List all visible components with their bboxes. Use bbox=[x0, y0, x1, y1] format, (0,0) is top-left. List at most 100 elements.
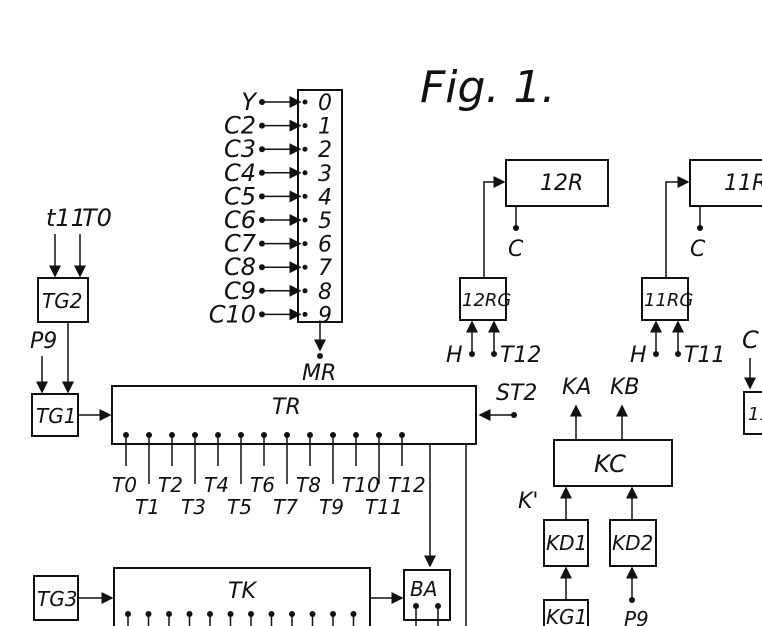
signal-t11: t11 bbox=[46, 204, 86, 232]
tk-output-pins bbox=[125, 611, 357, 626]
h-12-dot bbox=[469, 351, 475, 357]
kd2-block bbox=[609, 519, 657, 567]
matrix-output-label: 2 bbox=[318, 138, 332, 163]
signal-h-11: H bbox=[630, 343, 647, 368]
matrix-pin bbox=[302, 241, 308, 247]
matrix-input-label: C4 bbox=[224, 159, 256, 187]
matrix-pin bbox=[302, 217, 308, 223]
matrix-input-dot bbox=[259, 122, 265, 129]
signal-h-12: H bbox=[446, 343, 463, 368]
kd2-label: KD2 bbox=[612, 531, 653, 555]
matrix-output-label: 8 bbox=[318, 280, 332, 305]
matrix-pin bbox=[302, 288, 308, 294]
partial-11-block bbox=[743, 391, 762, 435]
t12-in-dot bbox=[491, 351, 497, 357]
wire-12rg-12r bbox=[483, 176, 506, 288]
rg12-block bbox=[459, 277, 507, 321]
tr-output-label-top: T2 bbox=[158, 473, 183, 497]
matrix-output-label: 9 bbox=[318, 303, 332, 328]
tg1-block bbox=[31, 393, 79, 437]
signal-c-11r: C bbox=[690, 237, 706, 262]
matrix-input-label: C6 bbox=[224, 206, 256, 234]
matrix-pin bbox=[302, 264, 308, 270]
t11-in-dot bbox=[675, 351, 681, 357]
matrix-input-dot bbox=[259, 169, 265, 176]
rg11-block bbox=[641, 277, 689, 321]
kg1-label: KG1 bbox=[546, 605, 587, 626]
tg3-label: TG3 bbox=[37, 587, 77, 611]
tr-output-label-top: T0 bbox=[112, 473, 137, 497]
signal-t11-in: T11 bbox=[684, 343, 725, 368]
matrix-output-label: 6 bbox=[318, 233, 332, 258]
kg1-block bbox=[543, 599, 589, 626]
st2-dot bbox=[511, 412, 517, 418]
matrix-output-label: 1 bbox=[318, 115, 332, 140]
kd1-label: KD1 bbox=[546, 531, 587, 555]
matrix-input-label: C9 bbox=[224, 277, 256, 305]
tg2-block bbox=[37, 277, 89, 323]
matrix-output-label: 4 bbox=[318, 185, 332, 210]
matrix-output-label: 7 bbox=[318, 256, 332, 281]
ba-label: BA bbox=[410, 577, 437, 601]
matrix-input-label: C2 bbox=[224, 112, 256, 140]
matrix-output-label: 0 bbox=[318, 91, 332, 116]
matrix-output-label: 3 bbox=[318, 162, 332, 187]
tr-output-label-bottom: T9 bbox=[319, 495, 344, 519]
tg2-label: TG2 bbox=[42, 289, 82, 313]
r11-block bbox=[689, 159, 762, 207]
tr-output-label-bottom: T11 bbox=[365, 495, 403, 519]
matrix-pin bbox=[302, 146, 308, 152]
ba-block bbox=[403, 569, 451, 621]
matrix-input-dot bbox=[259, 217, 265, 223]
signal-p9-left: P9 bbox=[30, 329, 57, 354]
matrix-input-label: C8 bbox=[224, 253, 256, 281]
rg11-label: 11RG bbox=[644, 290, 693, 311]
matrix-pin bbox=[302, 99, 308, 105]
matrix-box bbox=[297, 89, 343, 323]
kd1-block bbox=[543, 519, 589, 567]
tr-output-label-bottom: T1 bbox=[135, 495, 160, 519]
matrix-input-dot bbox=[259, 99, 265, 105]
rg12-label: 12RG bbox=[462, 290, 511, 311]
r12-label: 12R bbox=[540, 171, 583, 196]
matrix-output-label: 5 bbox=[318, 209, 332, 234]
tk-label: TK bbox=[228, 579, 257, 604]
matrix-pin bbox=[302, 123, 308, 129]
tr-output-label-top: T8 bbox=[296, 473, 321, 497]
kc-label: KC bbox=[594, 450, 626, 478]
matrix-input-dot bbox=[259, 264, 265, 271]
matrix-input-label: C5 bbox=[224, 182, 256, 210]
matrix-input-dot bbox=[259, 240, 265, 247]
matrix-input-dot bbox=[259, 193, 265, 200]
signal-t12-in: T12 bbox=[500, 343, 541, 368]
tg1-label: TG1 bbox=[36, 404, 76, 428]
matrix-input-label: Y bbox=[241, 88, 258, 116]
tr-output-label-top: T6 bbox=[250, 473, 275, 497]
wire-11rg-11r bbox=[665, 176, 690, 288]
c-11r-dot bbox=[697, 225, 703, 231]
kc-block bbox=[553, 439, 673, 487]
tr-output-label-top: T4 bbox=[204, 473, 229, 497]
signal-kb: KB bbox=[610, 375, 640, 400]
tr-output-label-top: T10 bbox=[342, 473, 380, 497]
signal-p9-bottom: P9 bbox=[624, 607, 649, 626]
matrix-pin bbox=[302, 311, 308, 317]
signal-ka: KA bbox=[562, 375, 591, 400]
signal-t0: T0 bbox=[82, 204, 112, 232]
matrix-input-dot bbox=[259, 287, 265, 294]
signal-st2: ST2 bbox=[496, 381, 537, 406]
matrix-input-label: C10 bbox=[209, 300, 256, 328]
h-11-dot bbox=[653, 351, 659, 357]
c-12r-dot bbox=[513, 225, 519, 231]
tr-output-label-bottom: T5 bbox=[227, 495, 252, 519]
tk-block bbox=[113, 567, 371, 626]
matrix-input-label: C7 bbox=[224, 230, 257, 258]
signal-c-partial: C bbox=[742, 326, 759, 354]
p9-bottom-dot bbox=[629, 597, 635, 603]
tr-output-label-top: T12 bbox=[388, 473, 426, 497]
figure-title: Fig. 1. bbox=[420, 62, 555, 113]
matrix-pin bbox=[302, 170, 308, 176]
